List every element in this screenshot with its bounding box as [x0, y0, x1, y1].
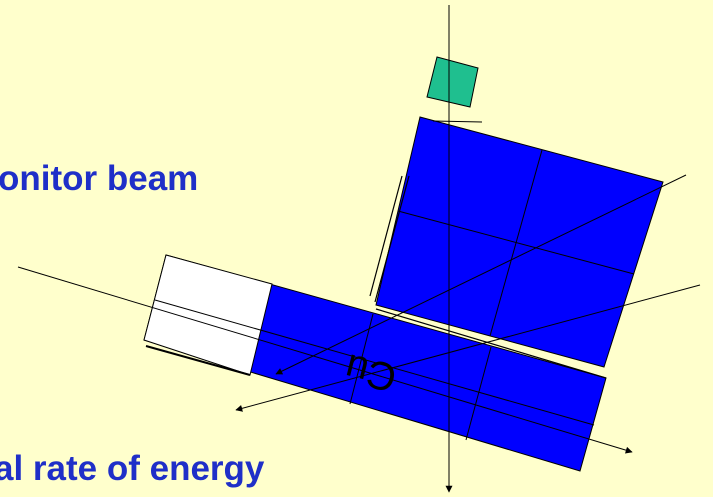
small-green-square	[426, 56, 479, 108]
slide-text-rate-of-energy: al rate of energy	[0, 449, 265, 488]
lower-detector-block	[143, 254, 607, 472]
diagonal-axis-1	[275, 174, 687, 375]
horizontal-axis	[17, 266, 633, 454]
slide-text-monitor-beam: onitor beam	[0, 159, 199, 198]
diagonal-axis-2	[235, 284, 701, 412]
